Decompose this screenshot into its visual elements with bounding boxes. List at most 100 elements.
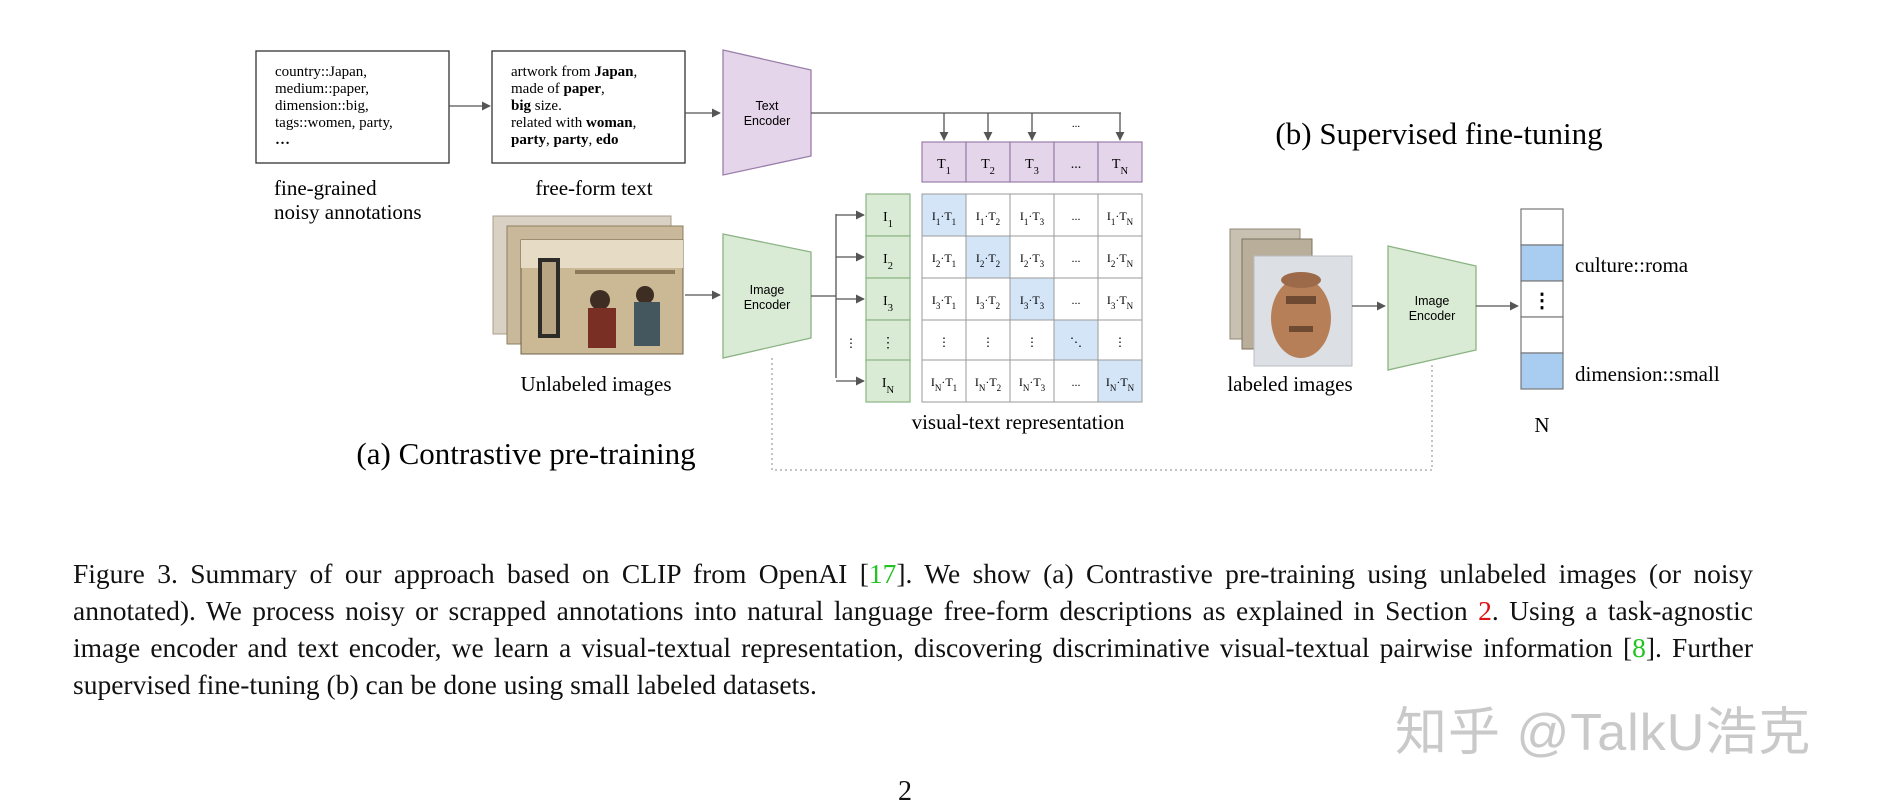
matrix-cell-label: I3·T3: [1020, 293, 1045, 311]
matrix-cell-label: ⋮: [982, 335, 994, 349]
output-label-top: culture::roma: [1575, 253, 1689, 277]
text-token-label: ...: [1071, 157, 1082, 172]
matrix-cell-label: I2·T3: [1020, 251, 1045, 269]
matrix-cell: [1009, 359, 1055, 403]
matrix-cell-label: ⋮: [1114, 335, 1126, 349]
output-size-label: N: [1534, 413, 1549, 437]
section-a-title: (a) Contrastive pre-training: [356, 436, 695, 471]
annotation-line: dimension::big,: [275, 98, 369, 114]
svg-text:Image: Image: [750, 283, 785, 297]
annotation-line: country::Japan,: [275, 64, 367, 80]
text-encoder: Text Encoder: [722, 49, 812, 176]
text-token: [1097, 141, 1143, 183]
freeform-line: made of paper,: [511, 81, 605, 97]
image-token-label: I1: [883, 210, 893, 230]
matrix-cell-label: I1·T2: [976, 209, 1000, 227]
text-token-label: TN: [1112, 157, 1129, 177]
text-token-row: T1 T2 T3... TN: [921, 141, 1143, 183]
svg-text:country::Japan,medium::paper,d: country::Japan,medium::paper,dimension::…: [275, 64, 393, 148]
similarity-matrix: I1·T1 I1·T2 I1·T3... I1·TN I2·T1 I2·T2 I2·T3..…: [921, 193, 1143, 403]
matrix-cell: [1009, 193, 1055, 237]
matrix-cell-label: I2·T2: [976, 251, 1000, 269]
watermark: 知乎 @TalkU浩克: [1395, 704, 1812, 762]
svg-text:Image: Image: [1415, 294, 1450, 308]
text-token-label: T1: [937, 157, 951, 177]
image-token: [865, 277, 911, 321]
text-token: [921, 141, 967, 183]
unlabeled-images-label: Unlabeled images: [520, 372, 671, 396]
matrix-cell: [921, 277, 967, 321]
image-encoder-b: Image Encoder: [1387, 245, 1477, 371]
matrix-cell-label: IN·T2: [975, 375, 1001, 393]
output-middle-dots: ⋮: [1532, 290, 1552, 312]
freeform-line: related with woman,: [511, 115, 636, 131]
image-token: [865, 359, 911, 403]
image-token-label: IN: [882, 376, 895, 396]
matrix-cell: [1097, 319, 1143, 363]
matrix-cell-label: ⋮: [1026, 335, 1038, 349]
svg-text:artwork from Japan,made of pap: artwork from Japan,made of paper,big siz…: [511, 64, 637, 148]
svg-text:Encoder: Encoder: [744, 114, 791, 128]
image-token-label: ⋮: [881, 336, 895, 351]
matrix-cell: [1053, 235, 1099, 279]
unlabeled-image-stack: [492, 215, 684, 355]
matrix-cell-label: ...: [1072, 251, 1081, 265]
matrix-cell-label: I2·TN: [1107, 251, 1134, 269]
annotation-line: tags::women, party,: [275, 115, 393, 131]
labeled-images-label: labeled images: [1227, 372, 1352, 396]
matrix-cell: [921, 359, 967, 403]
image-encoder-a: Image Encoder: [722, 233, 812, 359]
noisy-annotations-box: country::Japan,medium::paper,dimension::…: [255, 50, 450, 164]
matrix-cell: [1097, 193, 1143, 237]
matrix-cell-label: ⋱: [1070, 335, 1082, 349]
citation-17[interactable]: 17: [868, 558, 897, 589]
svg-text:Text: Text: [756, 99, 779, 113]
annotation-line: …: [275, 132, 290, 148]
matrix-cell: [1053, 193, 1099, 237]
text-token: [965, 141, 1011, 183]
matrix-cell: [1097, 277, 1143, 321]
matrix-cell-label: ⋮: [938, 335, 950, 349]
text-token: [1053, 141, 1099, 183]
matrix-cell-label: I2·T1: [932, 251, 956, 269]
text-token-label: T3: [1025, 157, 1039, 177]
matrix-cell-label: ...: [1072, 209, 1081, 223]
matrix-cell: [1053, 277, 1099, 321]
image-token-label: I2: [883, 252, 893, 272]
text-token-label: T2: [981, 157, 995, 177]
output-column: ⋮: [1520, 208, 1564, 390]
matrix-cell-diagonal: [1097, 359, 1143, 403]
page-number: 2: [898, 776, 912, 807]
figure-caption: Figure 3. Summary of our approach based …: [73, 558, 1754, 700]
matrix-label: visual-text representation: [912, 410, 1125, 434]
image-token: [865, 193, 911, 237]
matrix-cell-label: IN·TN: [1106, 375, 1135, 393]
freeform-line: artwork from Japan,: [511, 64, 637, 80]
svg-text:Encoder: Encoder: [1409, 309, 1456, 323]
matrix-cell-label: I3·TN: [1107, 293, 1134, 311]
top-arrows-ellipsis: ...: [1072, 118, 1081, 130]
matrix-cell-label: I3·T1: [932, 293, 956, 311]
section-2-link[interactable]: 2: [1478, 595, 1492, 626]
freeform-label: free-form text: [535, 176, 652, 200]
matrix-cell-label: ...: [1072, 293, 1081, 307]
matrix-cell-label: I1·T3: [1020, 209, 1045, 227]
freeform-line: party, party, edo: [511, 132, 619, 148]
matrix-cell: [1097, 235, 1143, 279]
matrix-cell: [965, 359, 1011, 403]
labeled-image-stack: [1229, 228, 1353, 367]
matrix-cell-label: I1·T1: [932, 209, 956, 227]
freeform-line: big size.: [511, 98, 562, 114]
matrix-cell-label: IN·T3: [1019, 375, 1046, 393]
matrix-cell: [965, 319, 1011, 363]
matrix-cell-diagonal: [1053, 319, 1099, 363]
image-token: [865, 235, 911, 279]
image-token-label: I3: [883, 294, 893, 314]
matrix-cell-label: I1·TN: [1107, 209, 1134, 227]
citation-8[interactable]: 8: [1632, 632, 1646, 663]
matrix-cell: [1009, 319, 1055, 363]
freeform-text-box: artwork from Japan,made of paper,big siz…: [491, 50, 686, 164]
annotation-line: medium::paper,: [275, 81, 369, 97]
